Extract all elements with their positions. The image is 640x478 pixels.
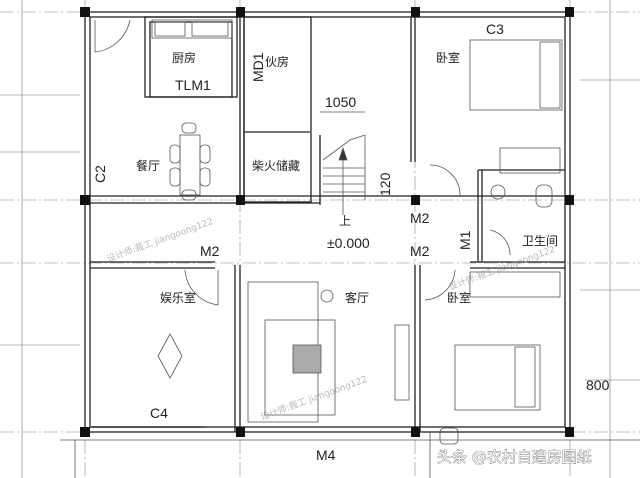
doors [94,19,511,306]
walls [84,11,571,433]
dimension-right-offset: 800 [586,377,610,393]
door-code-md1: MD1 [250,52,266,82]
room-label-entertainment: 娱乐室 [160,290,196,305]
elevation-label: ±0.000 [327,235,370,251]
room-label-bedroom-top: 卧室 [436,50,460,65]
door-code-m4: M4 [316,447,336,463]
room-label-kitchen: 厨房 [172,50,196,65]
room-label-bathroom: 卫生间 [522,234,558,248]
stair-up-label: 上 [339,214,351,228]
window-code-c3: C3 [486,21,504,37]
staircase [320,111,366,215]
window-code-c4: C4 [150,405,168,421]
room-label-bedroom-bottom: 卧室 [447,290,471,305]
dimension-step: 120 [377,172,393,196]
window-code-c2: C2 [92,165,108,183]
door-code-m2-left: M2 [200,243,220,259]
door-code-m2-mid-top: M2 [410,210,430,226]
room-label-living: 客厅 [345,290,369,305]
columns [80,7,574,437]
room-label-cookhouse: 伙房 [265,54,289,69]
porch [60,426,640,478]
door-code-m1: M1 [457,230,473,250]
dimension-stair-width: 1050 [325,94,356,110]
room-label-firewood-storage: 柴火储藏 [252,158,300,173]
door-code-tlm1: TLM1 [175,77,211,93]
furniture [151,19,563,445]
watermark: 设计师:莪工 jiangoong122 [105,215,215,265]
door-code-m2-mid-bottom: M2 [410,243,430,259]
room-label-dining: 餐厅 [136,158,160,173]
brand-watermark: 头条 @农村自建房图纸 [437,448,592,466]
